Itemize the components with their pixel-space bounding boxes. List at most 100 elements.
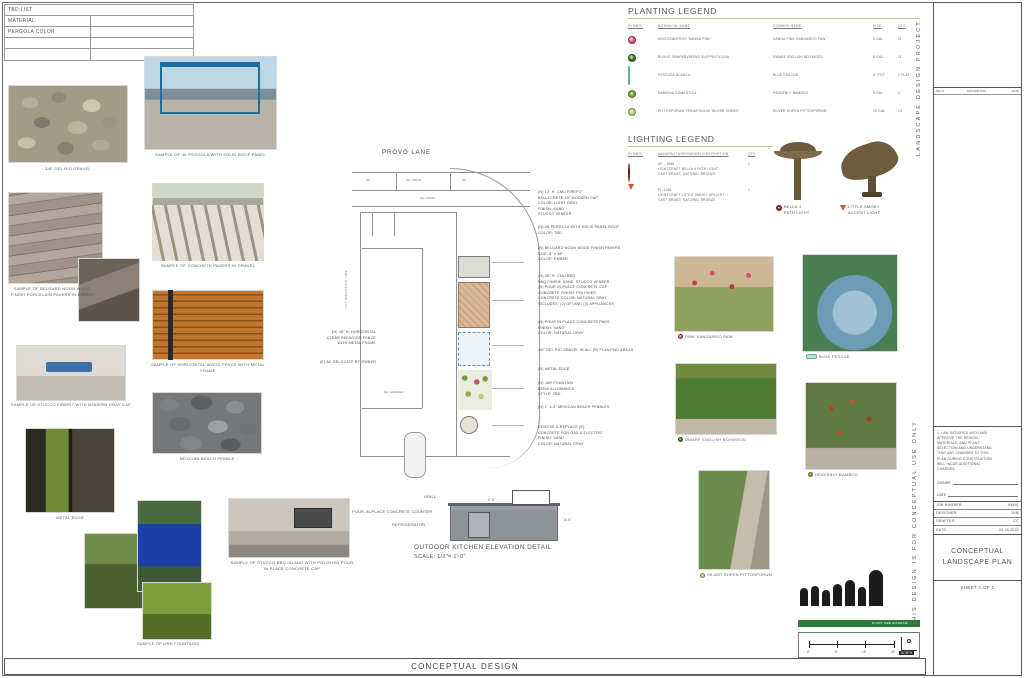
table-row: TBD LIST xyxy=(5,5,193,16)
sample-caption: METAL EDGE xyxy=(56,515,84,520)
lighting-legend-title: LIGHTING LEGEND xyxy=(628,134,715,144)
plan-callout: (N) 36" H. CMU BBQ BBQ FINISH: SAND, STU… xyxy=(538,274,614,306)
date-signature-field[interactable]: DATE xyxy=(937,490,1018,497)
tbd-value[interactable] xyxy=(91,27,193,37)
fixture-photo-bella-path-light xyxy=(770,140,826,202)
table-row: ANIGOZANTHOS 'KANGA PINK' KANGA PINK KAN… xyxy=(628,34,920,46)
elevation-label-counter: POUR-IN-PLACE CONCRETE COUNTER xyxy=(352,509,433,514)
north-label: NORTH xyxy=(899,651,915,655)
elevation-label-refrigerator: REFRIGERATOR xyxy=(392,522,426,527)
plant-caption-text: SILVER SHEEN PITTOSPORUM xyxy=(707,572,773,577)
column-header: SIZE xyxy=(873,23,882,28)
kangaroo-paw-symbol-icon xyxy=(678,334,683,339)
plant-caption-text: PINK KANGAROO PAW xyxy=(685,334,733,339)
planting-legend: PLANTING LEGEND SYMBOL BOTANICAL NAME CO… xyxy=(628,6,920,118)
uplight-symbol-icon xyxy=(840,205,846,211)
column-header: BOTANICAL NAME xyxy=(658,23,691,28)
plan-callout: (N) BELGARD NOON WOOD FINISH PAVERS SIZE… xyxy=(538,246,621,262)
conceptual-use-note: THIS DESIGN IS FOR CONCEPTUAL USE ONLY xyxy=(912,420,918,627)
tbd-value[interactable] xyxy=(91,38,193,48)
plant-size: 5 GAL. xyxy=(873,55,885,60)
table-row: DATE: 09.28.2022 xyxy=(934,526,1021,534)
table-row: NANDINA DOMESTICA HEAVENLY BAMBOO 5 GAL.… xyxy=(628,88,920,100)
plant-photo-silver-sheen-pittosporum xyxy=(698,470,770,570)
tbd-title: TBD LIST xyxy=(8,7,33,13)
plan-callout: 3/8" DEL RIO GRAVEL IN ALL (N) PLANTING … xyxy=(538,348,634,352)
table-row: FESTUCA GLAUCA BLUE FESCUE 4" POT 1 FLAT xyxy=(628,65,920,85)
title-block-logo-area xyxy=(934,3,1021,87)
elevation-dim-height: 3'-0" xyxy=(564,518,572,522)
plant-photo-pink-kangaroo-paw xyxy=(674,256,774,332)
tbd-value[interactable] xyxy=(91,16,193,26)
boxwood-symbol-icon xyxy=(678,437,683,442)
plant-common-name: DWARF ENGLISH BOXWOOD xyxy=(773,55,824,60)
plan-label-conc: (E) CONC. xyxy=(420,196,437,200)
plant-photo-dwarf-english-boxwood xyxy=(675,363,777,435)
plant-photo-caption: SILVER SHEEN PITTOSPORUM xyxy=(700,572,772,578)
info-key: JOB NUMBER: xyxy=(936,503,963,508)
silhouette-shrub xyxy=(800,588,808,606)
owner-signature-line[interactable] xyxy=(952,478,1018,485)
tbd-label: PERGOLA COLOR xyxy=(5,27,91,37)
elevation-scale: SCALE: 1/2"= 1'-0" xyxy=(414,554,466,560)
plan-label-garage: (E) GARAGE xyxy=(384,390,404,394)
column-header: COMMON NAME xyxy=(773,23,802,28)
plan-callout: REMOVE & REPLACE (E) CONCRETE FOR GAS & … xyxy=(538,425,603,446)
plant-caption-text: DWARF ENGLISH BOXWOOD xyxy=(685,437,746,442)
plant-botanical-name: FESTUCA GLAUCA xyxy=(658,73,691,78)
fixture-description: AP - 1988 LIGHTCRAFT BELLA 4 PATH LIGHT … xyxy=(658,161,719,176)
plan-callout: (N) 4K PERGOLA WITH SOLID PANEL ROOF COL… xyxy=(538,225,620,235)
plan-callout: (N) 1"-1.5" MEXICAN BEACH PEBBLES xyxy=(538,405,610,409)
elevation-counter-top xyxy=(448,503,560,506)
fixture-caption-text: BELLA 4 PATH LIGHT xyxy=(784,204,810,215)
approval-note: 1. I AM SATISFIED WITH AND APPROVE THE D… xyxy=(934,427,1021,502)
info-value: JUM xyxy=(1011,511,1019,516)
table-row: DRAFTER: CC xyxy=(934,518,1021,526)
info-key: DATE: xyxy=(936,527,948,532)
date-signature-line[interactable] xyxy=(948,490,1018,497)
fescue-symbol-icon xyxy=(806,354,817,359)
plant-photo-blue-fescue xyxy=(802,254,898,352)
plant-qty: 13 xyxy=(898,109,903,114)
sheet-number: SHEET 1 OF 1 xyxy=(960,585,995,591)
plan-callout: (E) AC RELOCATE BY OWNER xyxy=(320,360,376,364)
info-key: DRAFTER: xyxy=(936,519,956,524)
scale-tick-label: 0' xyxy=(807,650,810,654)
path-light-symbol-icon xyxy=(776,205,782,211)
silhouette-tree xyxy=(845,580,855,606)
fescue-symbol-icon xyxy=(628,65,630,85)
elevation-title: OUTDOOR KITCHEN ELEVATION DETAIL xyxy=(414,544,552,551)
sample-caption: SAMPLE OF CONCRETE PAVERS IN GRAVEL xyxy=(160,263,256,268)
scale-tick-label: 8' xyxy=(835,650,838,654)
owner-signature-field[interactable]: OWNER xyxy=(937,478,1018,485)
plan-lot-dimension-label: LOT DIMENSION LINE xyxy=(344,270,348,309)
plant-botanical-name: PITTOSPORUM TENUIFOLIUM 'SILVER SHEEN' xyxy=(658,109,739,114)
elevation-refrigerator-box xyxy=(468,512,490,538)
plant-photo-heavenly-bamboo xyxy=(805,382,897,470)
kangaroo-paw-symbol-icon xyxy=(628,35,636,44)
conceptual-design-label: CONCEPTUAL DESIGN xyxy=(411,662,519,671)
plan-callout: (N) 48" H. HORIZONTAL CLEAR REDWOOD FENC… xyxy=(326,330,376,346)
plant-botanical-name: ANIGOZANTHOS 'KANGA PINK' xyxy=(658,37,712,42)
tbd-label xyxy=(5,38,91,48)
info-value: 94891 xyxy=(1008,503,1019,508)
scale-tick-label: 24' xyxy=(891,650,896,654)
project-info-table: JOB NUMBER: 94891 DESIGNER: JUM DRAFTER:… xyxy=(934,502,1021,535)
plant-caption-text: BLUE FESCUE xyxy=(819,354,850,359)
info-value: 09.28.2022 xyxy=(999,527,1019,532)
sheet-number-area: SHEET 1 OF 1 xyxy=(934,581,1021,595)
column-header: QTY xyxy=(898,23,906,28)
boxwood-symbol-icon xyxy=(628,53,636,62)
sheet-title: CONCEPTUAL LANDSCAPE PLAN xyxy=(942,548,1013,567)
fixture-caption-bella: BELLA 4 PATH LIGHT xyxy=(776,204,809,216)
column-header: SYMBOL xyxy=(628,151,644,156)
title-block: REV # DESCRIPTION DATE 1. I AM SATISFIED… xyxy=(933,2,1022,676)
silhouette-shrub xyxy=(822,590,830,606)
plant-photo-caption: DWARF ENGLISH BOXWOOD xyxy=(678,437,746,442)
firepit-flame-accent xyxy=(46,362,92,372)
fixture-description: FL-1085 LIGHTCRAFT LITTLE SMOKY UPLIGHT … xyxy=(658,187,725,202)
plant-size-diagram-bar xyxy=(798,620,920,627)
table-row: AP - 1988 LIGHTCRAFT BELLA 4 PATH LIGHT … xyxy=(628,162,868,182)
plan-callout: (N) 12" H. CMU FIREPIT BELLECRETE 10" MO… xyxy=(538,190,598,217)
